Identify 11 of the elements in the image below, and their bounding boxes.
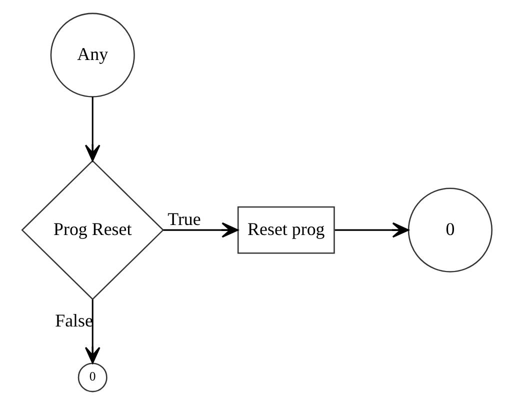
arrow [84,300,100,364]
edge-label: False [54,310,92,331]
edge-label: True [167,209,200,230]
node-diamond: Prog Reset [20,160,164,300]
node-circle: 0 [77,362,107,392]
node-circle: Any [50,12,134,98]
arrow [334,222,409,238]
node-circle: 0 [407,188,492,272]
arrow [162,222,238,238]
arrow [84,96,100,162]
node-box: Reset prog [236,206,334,254]
